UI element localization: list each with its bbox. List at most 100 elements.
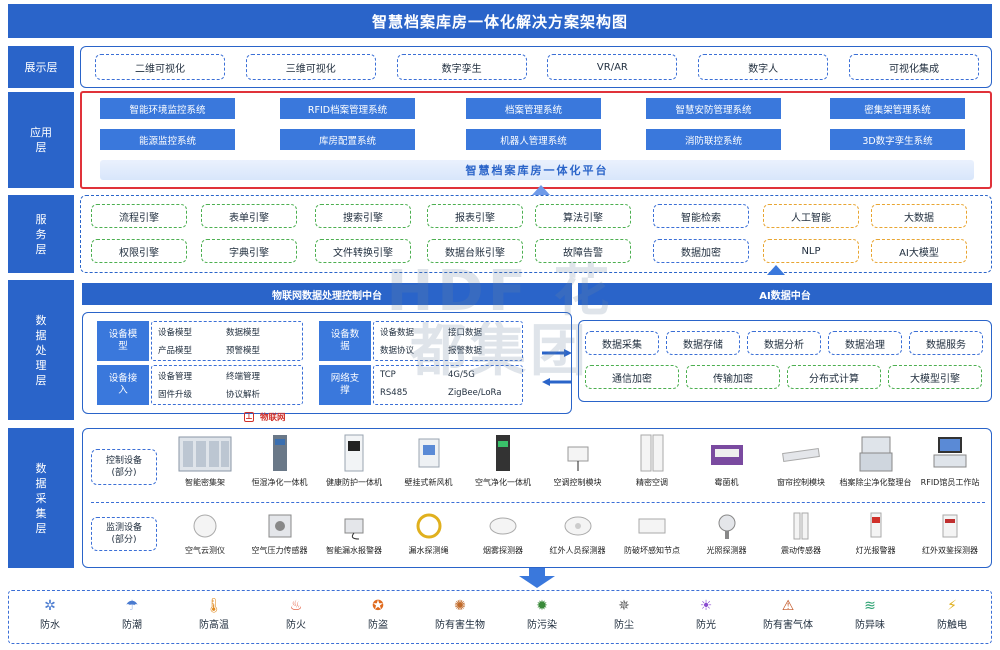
service-item: 字典引擎 xyxy=(201,239,297,263)
service-item: 算法引擎 xyxy=(535,204,631,228)
iot-block-item: ZigBee/LoRa xyxy=(448,388,502,398)
ai-item: 通信加密 xyxy=(585,365,679,389)
device-label: 空调控制模块 xyxy=(553,478,602,487)
ai-center-title: AI数据中台 xyxy=(578,283,992,305)
service-item: 数据加密 xyxy=(653,239,749,263)
protection-item: ≋防异味 xyxy=(829,596,911,631)
device-label: 智能密集架 xyxy=(185,478,225,487)
device-image xyxy=(312,433,396,473)
protection-icon: ✪ xyxy=(372,598,384,614)
protection-item: 🌡防高温 xyxy=(173,596,255,631)
device-image xyxy=(908,433,992,473)
ai-item: 分布式计算 xyxy=(787,365,881,389)
iot-block-item: 终端管理 xyxy=(226,372,261,382)
iot-connector-icon: ⊥ xyxy=(244,412,254,422)
monitor-device: 漏水探测绳 xyxy=(387,509,471,556)
monitor-device: 空气云测仪 xyxy=(163,509,247,556)
sensor-image xyxy=(312,509,396,541)
protection-label: 防触电 xyxy=(937,620,967,631)
layer-label-display: 展示层 xyxy=(8,46,74,88)
service-item: 人工智能 xyxy=(763,204,859,228)
control-device: 智能密集架 xyxy=(163,433,247,488)
protection-label: 防有害气体 xyxy=(763,620,813,631)
iot-block-item: 数据协议 xyxy=(380,346,415,356)
layer-label-data-collect: 数 据 采 集 层 xyxy=(8,428,74,568)
device-label: 精密空调 xyxy=(636,478,668,487)
iot-block-item: 报警数据 xyxy=(448,346,483,356)
layer-label-service: 服 务 层 xyxy=(8,195,74,273)
device-image xyxy=(238,433,322,473)
service-item: 搜索引擎 xyxy=(315,204,411,228)
protection-label: 防火 xyxy=(286,620,306,631)
monitor-device: 智能漏水报警器 xyxy=(312,509,396,556)
device-label: 防破坏感知节点 xyxy=(624,546,680,555)
monitor-device: 灯光报警器 xyxy=(834,509,918,556)
platform-bar: 智慧档案库房一体化平台 xyxy=(100,160,974,180)
iot-block-items: 设备管理终端管理固件升级协议解析 xyxy=(151,365,303,405)
protection-item: ✲防水 xyxy=(9,596,91,631)
app-system-item: 能源监控系统 xyxy=(100,129,235,150)
sensor-image xyxy=(610,509,694,541)
ai-item: 传输加密 xyxy=(686,365,780,389)
iot-marker: ⊥ 物联网 xyxy=(244,411,286,423)
app-system-item: 库房配置系统 xyxy=(280,129,415,150)
iot-block-label: 设备接 入 xyxy=(97,365,149,405)
ai-item: 数据治理 xyxy=(828,331,902,355)
service-item: 数据台账引擎 xyxy=(427,239,523,263)
sensor-image xyxy=(536,509,620,541)
iot-block-item: 接口数据 xyxy=(448,328,483,338)
protection-label: 防光 xyxy=(696,620,716,631)
page-title: 智慧档案库房一体化解决方案架构图 xyxy=(8,4,992,38)
protection-icon: ⚡ xyxy=(947,598,957,614)
app-system-item: RFID档案管理系统 xyxy=(280,98,415,119)
iot-block-label: 网络支 撑 xyxy=(319,365,371,405)
device-label: 健康防护一体机 xyxy=(326,478,382,487)
device-image xyxy=(536,433,620,473)
protection-label: 防异味 xyxy=(855,620,885,631)
sensor-image xyxy=(834,509,918,541)
protection-item: ✺ 防有害生物 xyxy=(419,596,501,631)
control-device: 健康防护一体机 xyxy=(312,433,396,488)
service-item: 故障告警 xyxy=(535,239,631,263)
arrow-down xyxy=(517,568,557,588)
sensor-image xyxy=(238,509,322,541)
control-device: RFID馆员工作站 xyxy=(908,433,992,488)
sensor-image xyxy=(387,509,471,541)
protection-icon: ✹ xyxy=(536,598,548,614)
service-item: 流程引擎 xyxy=(91,204,187,228)
device-label: 智能漏水报警器 xyxy=(326,546,382,555)
protection-item: ☂防潮 xyxy=(91,596,173,631)
device-image xyxy=(163,433,247,473)
protection-icon: ✲ xyxy=(44,598,56,614)
monitor-device: 防破坏感知节点 xyxy=(610,509,694,556)
device-label: 红外人员探测器 xyxy=(549,546,606,555)
device-label: 档案除尘净化整理台 xyxy=(839,478,912,487)
protection-item: ⚡ 防触电 xyxy=(911,596,993,631)
control-device: 档案除尘净化整理台 xyxy=(834,433,918,488)
monitor-device: 红外人员探测器 xyxy=(536,509,620,556)
protection-icon: ✺ xyxy=(454,598,466,614)
display-item: VR/AR xyxy=(547,54,678,80)
protection-item: ☀防光 xyxy=(665,596,747,631)
iot-block-item: 4G/5G xyxy=(448,370,475,380)
service-item: AI大模型 xyxy=(871,239,967,263)
iot-block-item: 固件升级 xyxy=(158,390,193,400)
display-item: 数字人 xyxy=(698,54,829,80)
protection-item: ⚠防有害气体 xyxy=(747,596,829,631)
ai-item: 数据分析 xyxy=(747,331,821,355)
device-label: 震动传感器 xyxy=(781,546,821,555)
service-item: 文件转换引擎 xyxy=(315,239,411,263)
device-label: 空气净化一体机 xyxy=(475,478,531,487)
control-device: 壁挂式新风机 xyxy=(387,433,471,488)
ai-item: 数据采集 xyxy=(585,331,659,355)
device-image xyxy=(387,433,471,473)
iot-block-label: 设备数 据 xyxy=(319,321,371,361)
protection-label: 防有害生物 xyxy=(435,620,485,631)
sensor-image xyxy=(759,509,843,541)
iot-block-item: 产品模型 xyxy=(158,346,193,356)
protection-icon: ☂ xyxy=(125,598,139,614)
iot-block-label: 设备模 型 xyxy=(97,321,149,361)
sensor-image xyxy=(685,509,769,541)
iot-block-item: TCP xyxy=(380,370,396,380)
